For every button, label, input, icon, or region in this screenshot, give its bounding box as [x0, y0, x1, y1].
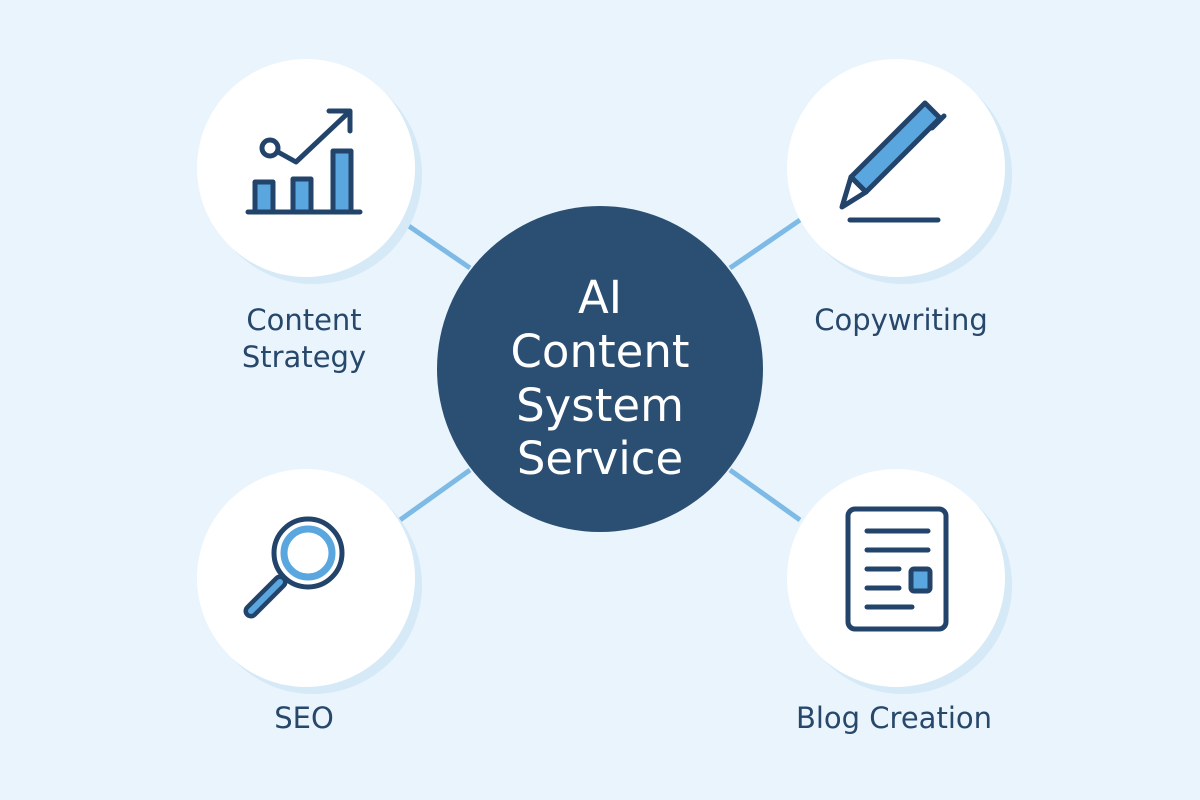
node-label: Strategy — [242, 340, 366, 374]
node-blog-creation: Blog Creation — [787, 469, 1012, 735]
node-label: SEO — [274, 701, 334, 735]
center-title-line: Service — [517, 432, 683, 485]
node-copywriting: Copywriting — [787, 59, 1012, 337]
node-label: Copywriting — [814, 303, 987, 337]
pen-icon — [839, 100, 947, 223]
center-title-line: System — [516, 379, 684, 432]
document-icon — [845, 506, 949, 632]
node-label: Content — [246, 303, 361, 337]
connector-copywriting — [728, 217, 802, 271]
connectors — [398, 217, 802, 523]
node-content-strategy: Content Strategy — [197, 59, 422, 374]
center-title-line: Content — [511, 325, 690, 378]
node-seo: SEO — [197, 469, 422, 735]
connector-seo — [398, 467, 472, 523]
connector-blog-creation — [728, 467, 802, 523]
node-label: Blog Creation — [796, 701, 992, 735]
magnifier-icon — [243, 516, 345, 619]
center-title-line: AI — [578, 271, 622, 324]
center-node: AI Content System Service — [437, 206, 763, 532]
chart-growth-icon — [245, 108, 363, 215]
connector-content-strategy — [398, 217, 472, 271]
